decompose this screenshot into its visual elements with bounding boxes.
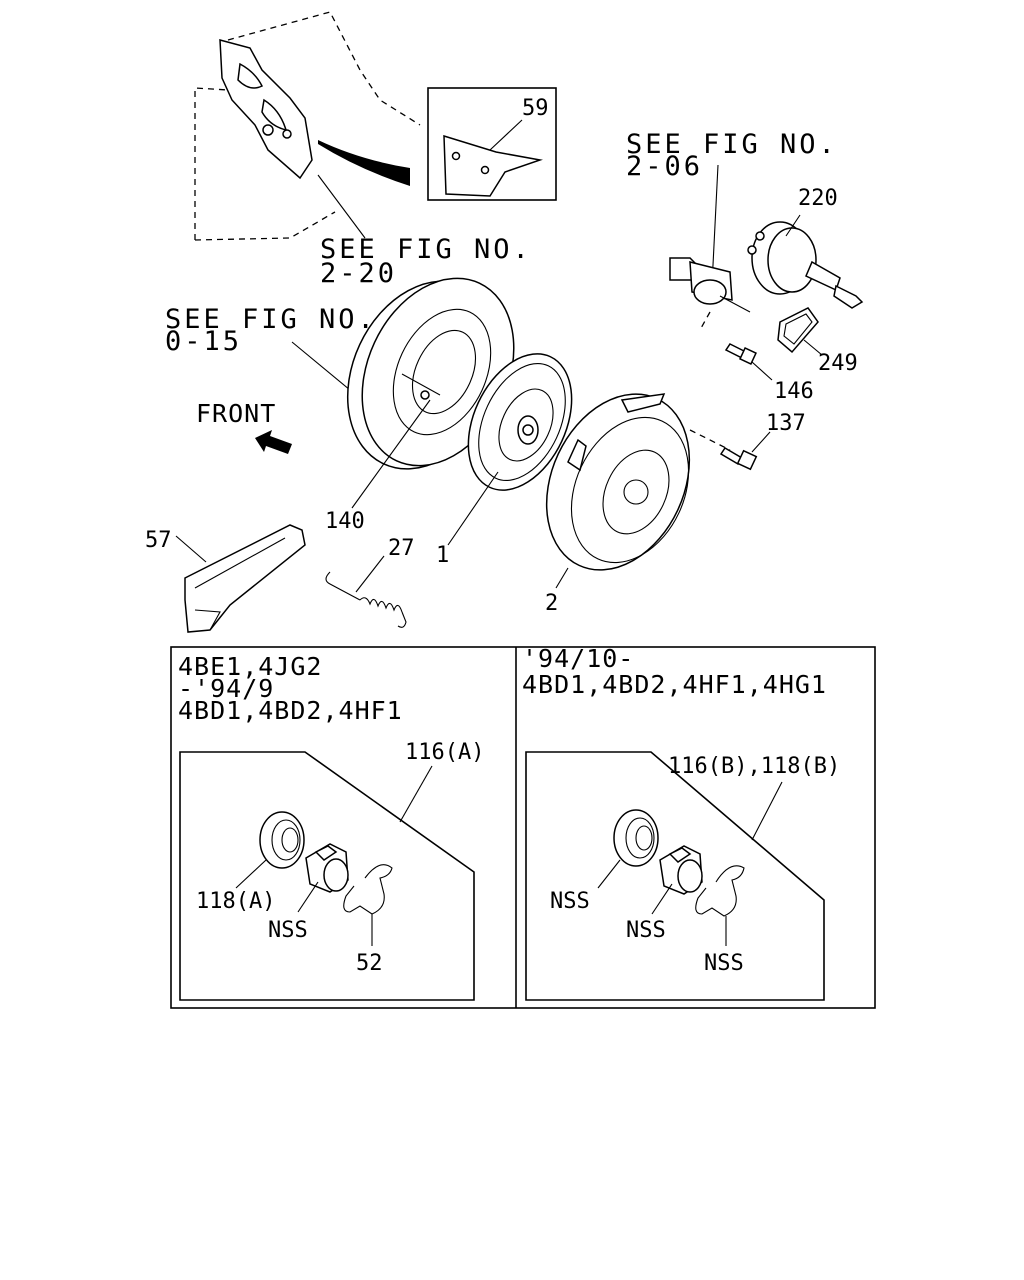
- see-fig-2-06-line2: 2-06: [626, 151, 703, 182]
- variant-b-clip-drawing: [695, 865, 745, 917]
- variant-b-callout-bearing-nss: NSS: [550, 889, 590, 914]
- label-140: 140: [325, 509, 365, 534]
- see-fig-2-20-line2: 2-20: [320, 258, 397, 289]
- variant-a-callout-118a: 118(A): [196, 889, 275, 914]
- variant-a-header-line3: 4BD1,4BD2,4HF1: [178, 696, 403, 725]
- label-249: 249: [818, 351, 858, 376]
- variant-b-frame: [525, 751, 825, 1001]
- front-arrow-icon: [255, 430, 292, 454]
- see-fig-2-20-line1: SEE FIG NO.: [320, 234, 532, 265]
- variant-a-callout-nss: NSS: [268, 918, 308, 943]
- variant-a-callout-116a: 116(A): [405, 740, 484, 765]
- clutch-housing-bracket-drawing: [194, 11, 421, 241]
- bracket-59-inset: [427, 87, 557, 201]
- bolt-137-drawing: [719, 446, 758, 471]
- variant-a-bearing-holder-drawing: [305, 843, 349, 893]
- variant-a-frame: [179, 751, 475, 1001]
- front-label: FRONT: [196, 399, 276, 428]
- label-146: 146: [774, 379, 814, 404]
- variant-b-header-line2: 4BD1,4BD2,4HF1,4HG1: [522, 670, 827, 699]
- variant-b-header-line1: '94/10-: [522, 644, 634, 673]
- variant-b-callout-116b-118b: 116(B),118(B): [668, 754, 840, 779]
- label-1: 1: [436, 543, 449, 568]
- variant-a-header-line1: 4BE1,4JG2: [178, 652, 322, 681]
- clutch-disc-drawing: [467, 353, 573, 491]
- variant-b-callout-holder-nss: NSS: [626, 918, 666, 943]
- pressure-plate-drawing: [545, 393, 691, 571]
- variant-b-callout-clip-nss: NSS: [704, 951, 744, 976]
- variant-b-release-bearing-drawing: [613, 809, 659, 867]
- variant-a-clip-drawing: [343, 864, 393, 915]
- return-spring-27-drawing: [325, 571, 407, 628]
- label-2: 2: [545, 591, 558, 616]
- see-fig-2-06-line1: SEE FIG NO.: [626, 129, 838, 160]
- variants-table: [170, 646, 876, 1009]
- label-220: 220: [798, 186, 838, 211]
- label-59: 59: [522, 96, 549, 121]
- release-fork-57-drawing: [184, 524, 306, 633]
- variant-a-release-bearing-drawing: [259, 811, 305, 869]
- bolt-146-drawing: [724, 343, 757, 365]
- variant-a-callout-52: 52: [356, 951, 383, 976]
- see-fig-0-15-line1: SEE FIG NO.: [165, 304, 377, 335]
- see-fig-0-15-line2: 0-15: [165, 326, 242, 357]
- variant-b-bearing-holder-drawing: [659, 845, 703, 895]
- label-57: 57: [145, 528, 172, 553]
- variant-a-header-line2: -'94/9: [178, 674, 274, 703]
- gasket-249-drawing: [777, 307, 819, 354]
- slave-cylinder-drawing: [669, 257, 751, 331]
- label-137: 137: [766, 411, 806, 436]
- label-27: 27: [388, 536, 415, 561]
- clutch-booster-220-drawing: [747, 221, 864, 309]
